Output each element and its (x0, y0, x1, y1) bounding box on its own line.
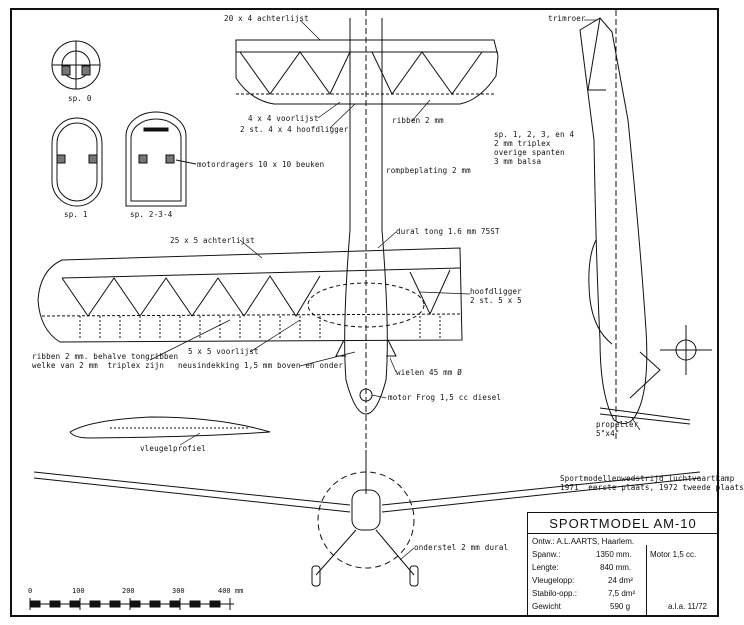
fuselage-plate-label: rompbeplating 2 mm (386, 166, 471, 175)
motor-spec: Motor 1,5 cc. (650, 550, 697, 559)
title-block: SPORTMODEL AM-10 Ontw.: A.L.AARTS, Haarl… (527, 512, 719, 617)
stab-value: 7,5 dm² (608, 589, 636, 598)
rear-wing-label: 25 x 5 achterlijst (170, 236, 255, 245)
main-spar-lower-label: hoofdligger 2 st. 5 x 5 (470, 287, 522, 305)
designer: Ontw.: A.L.AARTS, Haarlem. (532, 537, 635, 546)
span-value: 1350 mm. (596, 550, 632, 559)
contest-label: Sportmodellenwedstrijd luchtvaartkamp 19… (560, 474, 744, 492)
spars-note-label: sp. 1, 2, 3, en 4 2 mm triplex overige s… (494, 130, 575, 166)
scale-tick-400: 400 mm (218, 587, 244, 595)
ribs-label: ribben 2 mm (392, 116, 444, 125)
titleblock-divider (646, 545, 647, 617)
motor-label: motor Frog 1,5 cc diesel (388, 393, 502, 402)
blueprint-page: sp. 0 sp. 1 sp. 2-3-4 motordragers 10 x … (10, 8, 744, 617)
motor-mounts-label: motordragers 10 x 10 beuken (197, 160, 325, 169)
wing-area-label: Vleugelopp: (532, 576, 575, 585)
wing-profile (69, 416, 271, 439)
front-leading-label: 4 x 4 voorlijst (248, 114, 319, 123)
stab-label: Stabilo-opp.: (532, 589, 577, 598)
main-wing-top-view (37, 247, 463, 357)
scale-tick-200: 200 (122, 587, 135, 595)
nose-cover-label: neusindekking 1,5 mm boven en onder (178, 361, 344, 370)
sp0-label: sp. 0 (68, 94, 92, 103)
model-title: SPORTMODEL AM-10 (528, 513, 718, 534)
former-sp0 (51, 40, 101, 90)
scale-tick-300: 300 (172, 587, 185, 595)
dural-tongue-label: dural tong 1.6 mm 75ST (396, 227, 500, 236)
stabilizer-top-view (235, 39, 499, 105)
scale-tick-0: 0 (28, 587, 33, 595)
aircraft-drawing (29, 10, 712, 610)
scale-tick-100: 100 (72, 587, 85, 595)
length-value: 840 mm. (600, 563, 632, 572)
length-label: Lengte: (532, 563, 559, 572)
sp234-label: sp. 2-3-4 (130, 210, 173, 219)
front-view (33, 450, 701, 587)
former-sp234 (125, 111, 197, 207)
propeller-label: propeller 5"x4" (596, 420, 639, 438)
side-view (579, 10, 712, 440)
top-wing-label: 20 x 4 achterlijst (224, 14, 309, 23)
ribs-lower-label: ribben 2 mm. behalve tongribben welke va… (32, 352, 179, 370)
span-label: Spanw.: (532, 550, 561, 559)
front-edge-lower-label: 5 x 5 voorlijst (188, 347, 259, 356)
drawing-id: a.l.a. 11/72 (668, 602, 707, 611)
trim-label: trimroer (548, 14, 586, 23)
leader-lines (149, 19, 641, 561)
scale-bar (29, 598, 234, 610)
wheels-label: wielen 45 mm Ø (396, 368, 463, 377)
fuselage-top-view (344, 10, 388, 470)
weight-value: 590 g (610, 602, 631, 611)
main-spar-label: 2 st. 4 x 4 hoofdligger (240, 125, 349, 134)
undercarriage-label: onderstel 2 mm dural (414, 543, 509, 552)
weight-label: Gewicht (532, 602, 561, 611)
sp1-label: sp. 1 (64, 210, 88, 219)
former-sp1 (51, 117, 103, 207)
profile-label: vleugelprofiel (140, 444, 207, 453)
drawing-frame (10, 8, 719, 617)
wing-area-value: 24 dm² (608, 576, 633, 585)
